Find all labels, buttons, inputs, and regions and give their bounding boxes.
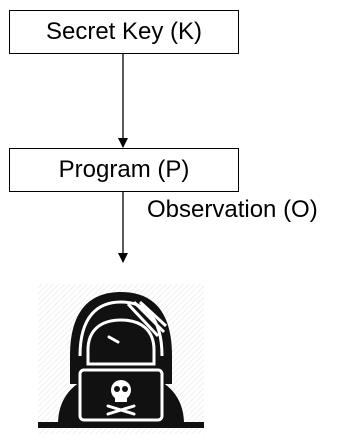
secret-key-label: Secret Key (K) [45,18,203,45]
observation-label: Observation (O) [147,196,318,223]
secret-key-node: Secret Key (K) [9,10,239,54]
program-node: Program (P) [9,148,239,192]
program-label: Program (P) [58,156,190,183]
hacker-icon [38,284,204,434]
